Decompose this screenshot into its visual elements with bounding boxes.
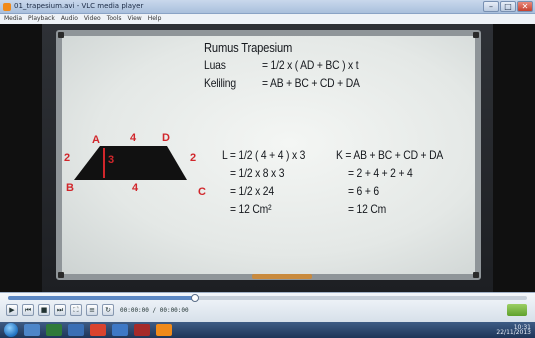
menu-media[interactable]: Media: [4, 15, 23, 22]
next-icon[interactable]: ⏭: [54, 304, 66, 316]
board-corner: [58, 272, 64, 278]
prev-icon[interactable]: ⏮: [22, 304, 34, 316]
board-corner: [58, 32, 64, 38]
letterbox-left: [0, 24, 42, 292]
app2-icon[interactable]: [134, 324, 150, 336]
play-icon[interactable]: ▶: [6, 304, 18, 316]
area-step-3: = 1/2 x 24: [230, 184, 274, 198]
top-side-label: 4: [130, 132, 137, 144]
window-controls: – □ ✕: [483, 1, 533, 12]
start-button[interactable]: [4, 323, 18, 337]
right-side-label: 2: [190, 152, 197, 164]
area-step-2: = 1/2 x 8 x 3: [230, 166, 285, 180]
perimeter-step-1: K = AB + BC + CD + DA: [336, 148, 444, 162]
menu-help[interactable]: Help: [147, 15, 162, 22]
window-title: 01_trapesium.avi - VLC media player: [14, 2, 144, 10]
letterbox-right: [493, 24, 535, 292]
area-step-4: = 12 Cm²: [230, 202, 272, 216]
clock-date: 22/11/2013: [496, 329, 531, 336]
menu-tools[interactable]: Tools: [106, 15, 122, 22]
vertex-b-label: B: [66, 182, 74, 194]
left-side-label: 2: [64, 152, 71, 164]
word-icon[interactable]: [112, 324, 128, 336]
explorer-icon[interactable]: [24, 324, 40, 336]
luas-formula: = 1/2 x ( AD + BC ) x t: [262, 58, 359, 72]
board-corner: [473, 272, 479, 278]
media-icon[interactable]: [46, 324, 62, 336]
time-display: 00:00:00 / 00:00:00: [120, 306, 189, 314]
menu-view[interactable]: View: [127, 15, 142, 22]
menu-bar: Media Playback Audio Video Tools View He…: [0, 14, 535, 24]
whiteboard: Rumus Trapesium Luas = 1/2 x ( AD + BC )…: [56, 30, 481, 280]
luas-label: Luas: [204, 58, 226, 72]
app-icon[interactable]: [90, 324, 106, 336]
menu-audio[interactable]: Audio: [60, 15, 78, 22]
bottom-side-label: 4: [132, 182, 139, 194]
keliling-formula: = AB + BC + CD + DA: [262, 76, 360, 90]
loop-icon[interactable]: ↻: [102, 304, 114, 316]
trapezoid-drawing: [74, 146, 187, 180]
area-step-1: L = 1/2 ( 4 + 4 ) x 3: [222, 148, 306, 162]
video-frame: Rumus Trapesium Luas = 1/2 x ( AD + BC )…: [42, 24, 493, 292]
stop-icon[interactable]: ■: [38, 304, 50, 316]
vertex-c-label: C: [198, 186, 206, 198]
seek-progress: [8, 296, 195, 300]
perimeter-step-3: = 6 + 6: [348, 184, 379, 198]
trapezoid-shape: [74, 146, 187, 180]
playlist-icon[interactable]: ≡: [86, 304, 98, 316]
close-button[interactable]: ✕: [517, 1, 533, 12]
volume-icon[interactable]: [507, 304, 527, 316]
video-area[interactable]: Rumus Trapesium Luas = 1/2 x ( AD + BC )…: [0, 24, 535, 292]
board-corner: [473, 32, 479, 38]
board-heading: Rumus Trapesium: [204, 40, 293, 55]
menu-video[interactable]: Video: [83, 15, 101, 22]
vertex-a-label: A: [92, 134, 100, 146]
perimeter-step-4: = 12 Cm: [348, 202, 387, 216]
ie-icon[interactable]: [68, 324, 84, 336]
marker-tray: [252, 274, 312, 279]
fullscreen-icon[interactable]: ⛶: [70, 304, 82, 316]
window-titlebar: 01_trapesium.avi - VLC media player – □ …: [0, 0, 535, 14]
taskbar: 10:31 22/11/2013: [0, 322, 535, 338]
minimize-button[interactable]: –: [483, 1, 499, 12]
perimeter-step-2: = 2 + 4 + 2 + 4: [348, 166, 413, 180]
seek-bar[interactable]: [8, 294, 527, 302]
height-label: 3: [108, 154, 115, 166]
menu-playback[interactable]: Playback: [28, 15, 55, 22]
player-controls: ▶ ⏮ ■ ⏭ ⛶ ≡ ↻ 00:00:00 / 00:00:00: [0, 292, 535, 322]
clock-time: 10:31: [513, 324, 531, 331]
maximize-button[interactable]: □: [500, 1, 516, 12]
vlc-taskbar-icon[interactable]: [156, 324, 172, 336]
keliling-label: Keliling: [204, 76, 236, 90]
vlc-icon: [3, 3, 11, 11]
system-clock[interactable]: 10:31 22/11/2013: [496, 324, 531, 336]
vertex-d-label: D: [162, 132, 170, 144]
seek-handle[interactable]: [190, 294, 199, 302]
control-buttons: ▶ ⏮ ■ ⏭ ⛶ ≡ ↻ 00:00:00 / 00:00:00: [6, 304, 189, 316]
